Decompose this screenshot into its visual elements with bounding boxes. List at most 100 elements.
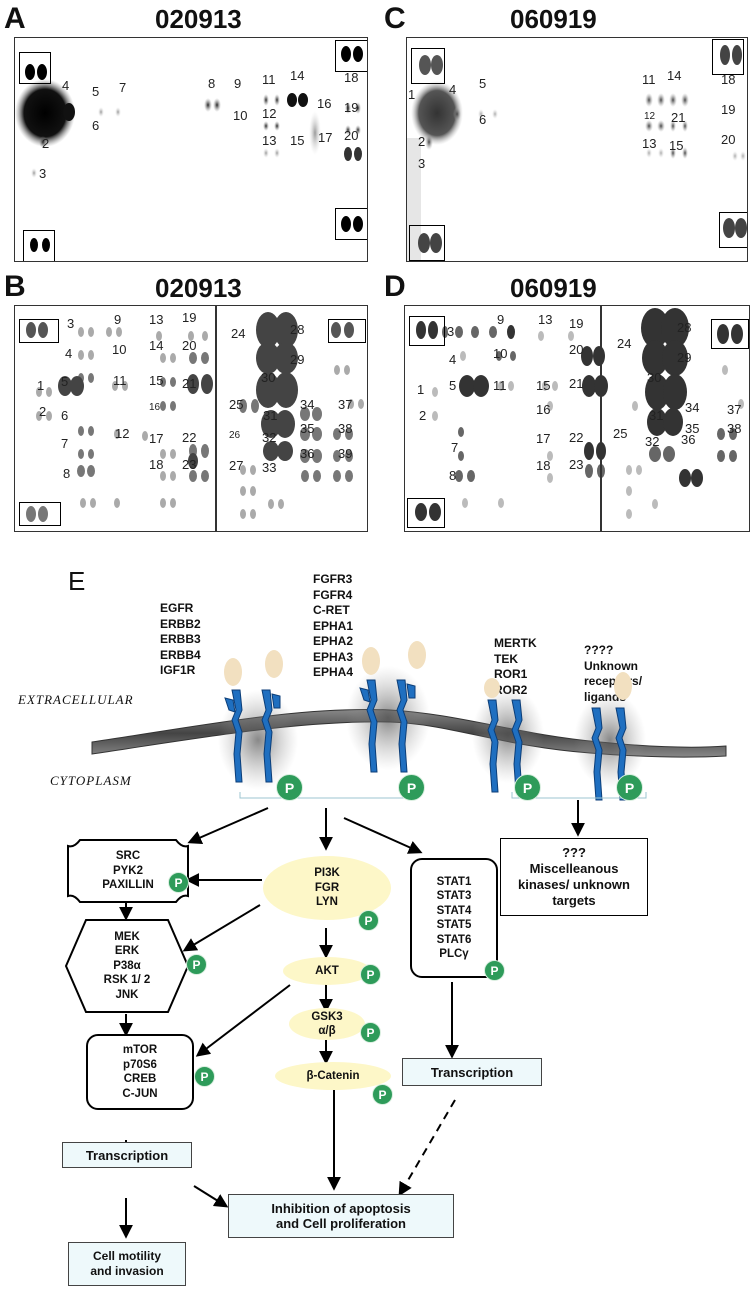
spot-label: 2 [418,134,426,149]
spot-label: 9 [234,76,242,91]
phospho-badge: P [616,774,643,801]
arrow [195,984,291,1057]
spot-label: 38 [727,421,742,436]
spot-label: 31 [263,408,278,423]
spot-label: 13 [149,312,164,327]
receptor-halo [346,666,430,770]
spot-label: 35 [300,421,315,436]
spot-label: 1 [37,378,45,393]
spot-label: 24 [617,336,632,351]
spot-label: 21 [182,376,197,391]
control-box [19,319,59,343]
panel-letter-a: A [4,2,26,35]
spot-label: 37 [338,397,353,412]
spot-label: 5 [92,84,100,99]
akt-node: AKT [315,964,339,977]
spot-label: 12 [644,111,656,122]
ligand [265,650,283,678]
receptor-halo [574,692,646,788]
panel-title-c: 060919 [510,4,597,34]
spot-label: 17 [318,130,333,145]
spot-label: 18 [344,70,359,85]
bracket [511,792,647,799]
spot-label: 11 [262,72,276,87]
spot-label: 36 [300,446,315,461]
spot-label: 6 [61,408,69,423]
spot-label: 19 [569,316,584,331]
membrane-half-divider [600,306,602,531]
spot-label: 4 [449,352,457,367]
spot-label: 1 [408,87,416,102]
blot-d: 3 9 13 19 4 10 20 1 5 11 15 21 2 16 17 2… [404,305,750,532]
ligand [224,658,242,686]
phospho-badge: P [360,964,381,985]
spot-label: 1 [417,382,425,397]
spot-label: 34 [685,400,700,415]
spot-label: 14 [149,338,164,353]
spot-label: 10 [112,342,127,357]
spot-label: 32 [262,430,277,445]
spot-label: 36 [681,432,696,447]
spot-label: 27 [229,458,244,473]
receptor-dimer [359,679,416,773]
control-box [409,316,445,346]
receptor-dimer [224,689,281,783]
spot-label: 6 [479,112,487,127]
phospho-badge: P [398,774,425,801]
spot-label: 3 [418,156,426,171]
gsk-ellipse [289,1008,365,1040]
spot-label: 10 [493,346,508,361]
spot-label: 11 [642,72,656,87]
spot-label: 37 [727,402,742,417]
pathway-diagram [64,641,727,1239]
panel-letter-e: E [68,566,86,596]
transcription-box-right: Transcription [402,1058,542,1086]
spot-label: 14 [290,68,305,83]
spot-label: 21 [569,376,584,391]
receptor-group-mertk: MERTKTEKROR1ROR2 [494,636,537,697]
control-box [335,40,367,72]
spot-label: 39 [338,446,353,461]
spot-label: 18 [721,72,736,87]
spot-label: 20 [344,128,359,143]
spot-label: 19 [182,310,197,325]
spot-label: 21 [671,110,686,125]
receptor-halo [472,687,544,783]
spot-label: 22 [569,430,584,445]
spot-label: 20 [569,342,584,357]
spot-label: 13 [262,133,277,148]
spot-label: 8 [63,466,71,481]
spot-label: 2 [42,136,50,151]
spot-label: 13 [538,312,553,327]
spot-label: 25 [229,397,244,412]
control-box [19,502,61,526]
phospho-badge: P [194,1066,215,1087]
spot-label: 19 [344,100,359,115]
spot-label: 30 [647,370,662,385]
spot-label: 12 [262,106,277,121]
ligand [614,672,632,700]
spot-label: 23 [569,457,584,472]
spot-label: 34 [300,397,315,412]
control-box [711,319,749,349]
membrane-half-divider [215,306,217,531]
arrow [343,817,423,854]
bracket [239,792,411,799]
panel-letter-b: B [4,270,26,303]
spot-label: 7 [451,440,459,455]
spot-label: 5 [479,76,487,91]
spot-label: 20 [721,132,736,147]
panel-title-a: 020913 [155,4,242,34]
spot-label: 9 [114,312,122,327]
spot-label: 3 [67,316,75,331]
spot-label: 6 [92,118,100,133]
spot-label: 32 [645,434,660,449]
phospho-badge: P [484,960,505,981]
spot-label: 11 [493,378,507,393]
